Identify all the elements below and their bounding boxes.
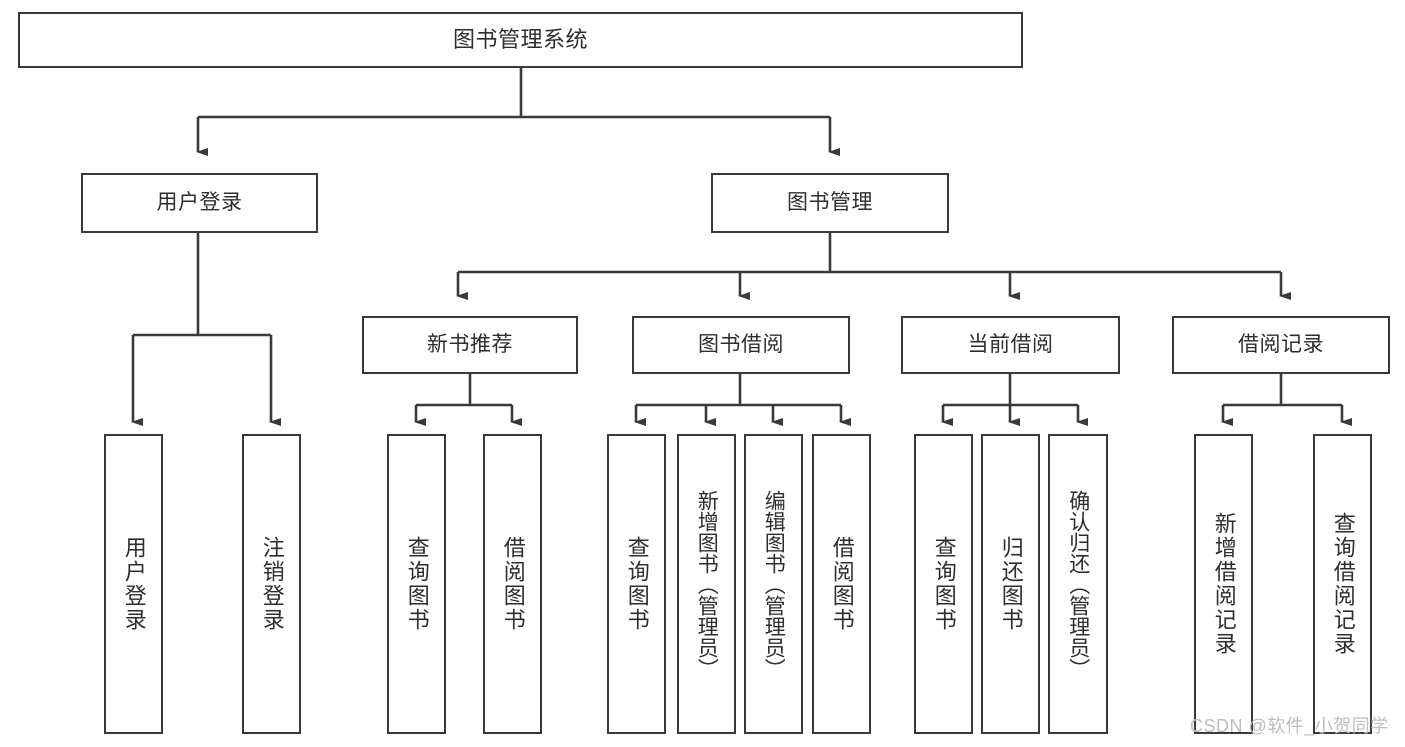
node-label: 编辑图书（管理员）: [762, 489, 786, 679]
node-leaf-query-book-borrow[interactable]: 查询图书: [607, 434, 666, 734]
node-label: 新书推荐: [427, 332, 513, 356]
node-label: 归还图书: [998, 536, 1024, 632]
node-label: 当前借阅: [967, 332, 1054, 356]
node-leaf-borrow-book[interactable]: 借阅图书: [812, 434, 871, 734]
node-label: 查询图书: [624, 536, 650, 632]
node-label: 查询图书: [404, 536, 430, 632]
node-new-book-recommend[interactable]: 新书推荐: [362, 316, 578, 374]
node-label: 图书管理: [787, 190, 873, 214]
node-leaf-query-borrow-record[interactable]: 查询借阅记录: [1313, 434, 1372, 734]
node-label: 图书管理系统: [452, 27, 588, 53]
node-book-management[interactable]: 图书管理: [711, 173, 949, 233]
node-leaf-query-book-recommend[interactable]: 查询图书: [387, 434, 446, 734]
node-book-borrow[interactable]: 图书借阅: [632, 316, 850, 374]
node-leaf-add-borrow-record[interactable]: 新增借阅记录: [1194, 434, 1253, 734]
node-label: 查询图书: [931, 536, 957, 632]
node-label: 新增图书（管理员）: [695, 489, 719, 679]
node-label: 借阅图书: [500, 536, 526, 632]
node-borrow-record[interactable]: 借阅记录: [1172, 316, 1390, 374]
node-leaf-query-book-current[interactable]: 查询图书: [914, 434, 973, 734]
node-label: 确认归还（管理员）: [1066, 489, 1090, 679]
node-leaf-borrow-book-recommend[interactable]: 借阅图书: [483, 434, 542, 734]
node-leaf-logout[interactable]: 注销登录: [242, 434, 301, 734]
node-label: 新增借阅记录: [1211, 512, 1237, 656]
node-root-system[interactable]: 图书管理系统: [18, 12, 1023, 68]
node-leaf-edit-book-admin[interactable]: 编辑图书（管理员）: [744, 434, 803, 734]
node-label: 用户登录: [156, 190, 243, 214]
node-label: 注销登录: [259, 536, 285, 632]
node-label: 借阅记录: [1238, 332, 1324, 356]
node-current-borrow[interactable]: 当前借阅: [901, 316, 1120, 374]
watermark-text: CSDN @软件_小贺同学: [1190, 716, 1389, 736]
node-label: 借阅图书: [829, 536, 855, 632]
node-leaf-user-login[interactable]: 用户登录: [104, 434, 163, 734]
node-label: 用户登录: [121, 536, 147, 632]
node-leaf-confirm-return-admin[interactable]: 确认归还（管理员）: [1048, 434, 1108, 734]
node-leaf-return-book[interactable]: 归还图书: [981, 434, 1040, 734]
node-label: 查询借阅记录: [1330, 512, 1356, 656]
node-label: 图书借阅: [698, 332, 784, 356]
node-user-login[interactable]: 用户登录: [81, 173, 318, 233]
node-leaf-add-book-admin[interactable]: 新增图书（管理员）: [677, 434, 736, 734]
